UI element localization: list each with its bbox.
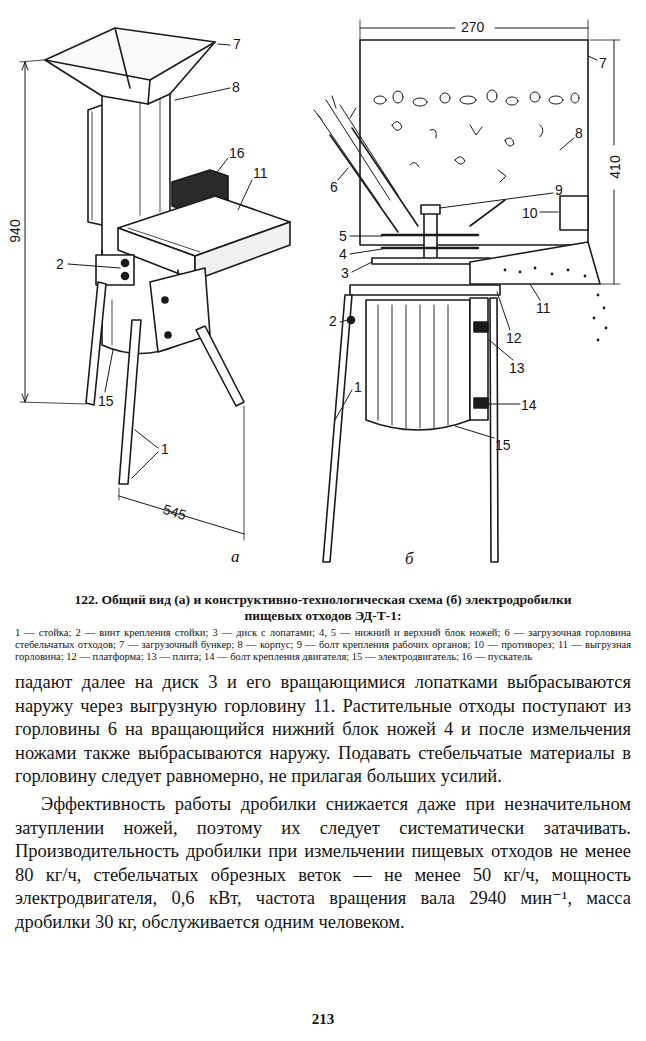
- callout-number: 4: [339, 247, 347, 261]
- callout-number: 11: [536, 301, 551, 315]
- callout-number: 2: [56, 257, 64, 271]
- callout-number: 9: [555, 183, 563, 197]
- callout-number: 16: [229, 146, 245, 160]
- callout-number: 12: [506, 331, 522, 345]
- callout-number: 8: [575, 126, 583, 140]
- dimension-text: 940: [8, 219, 22, 242]
- callout-number: 10: [522, 206, 538, 220]
- callout-number: 1: [354, 380, 362, 394]
- callout-number: 7: [599, 56, 607, 70]
- dimension-text: 410: [608, 155, 622, 178]
- crusher-illustration: [0, 0, 646, 590]
- callout-number: 15: [495, 438, 511, 452]
- callout-number: 11: [253, 166, 268, 180]
- page-number: 213: [0, 1012, 646, 1027]
- view-letter: б: [405, 550, 414, 567]
- callout-number: 2: [329, 314, 337, 328]
- callout-number: 1: [161, 442, 169, 456]
- callout-number: 8: [232, 80, 240, 94]
- callout-number: 5: [339, 229, 347, 243]
- callout-number: 3: [341, 266, 349, 280]
- callout-number: 15: [98, 394, 114, 408]
- general-view: [20, 28, 290, 540]
- section-scheme: [314, 20, 620, 562]
- figure-caption: 122. Общий вид (а) и конструктивно-техно…: [15, 592, 631, 624]
- text-flow: 122. Общий вид (а) и конструктивно-техно…: [15, 592, 631, 935]
- callout-number: 6: [330, 180, 338, 194]
- callout-number: 14: [521, 398, 537, 412]
- callout-number: 7: [233, 37, 241, 51]
- callout-number: 13: [509, 361, 525, 375]
- dimension-text: 270: [461, 20, 484, 34]
- view-letter: а: [231, 548, 240, 565]
- body-paragraph: падают далее на диск 3 и его вращающимис…: [15, 671, 631, 789]
- dimension-text: 545: [161, 502, 187, 522]
- body-paragraph: Эффективность работы дробилки снижается …: [15, 793, 631, 935]
- figure-legend-text: 1 — стойка; 2 — винт крепления стойки; 3…: [15, 627, 631, 663]
